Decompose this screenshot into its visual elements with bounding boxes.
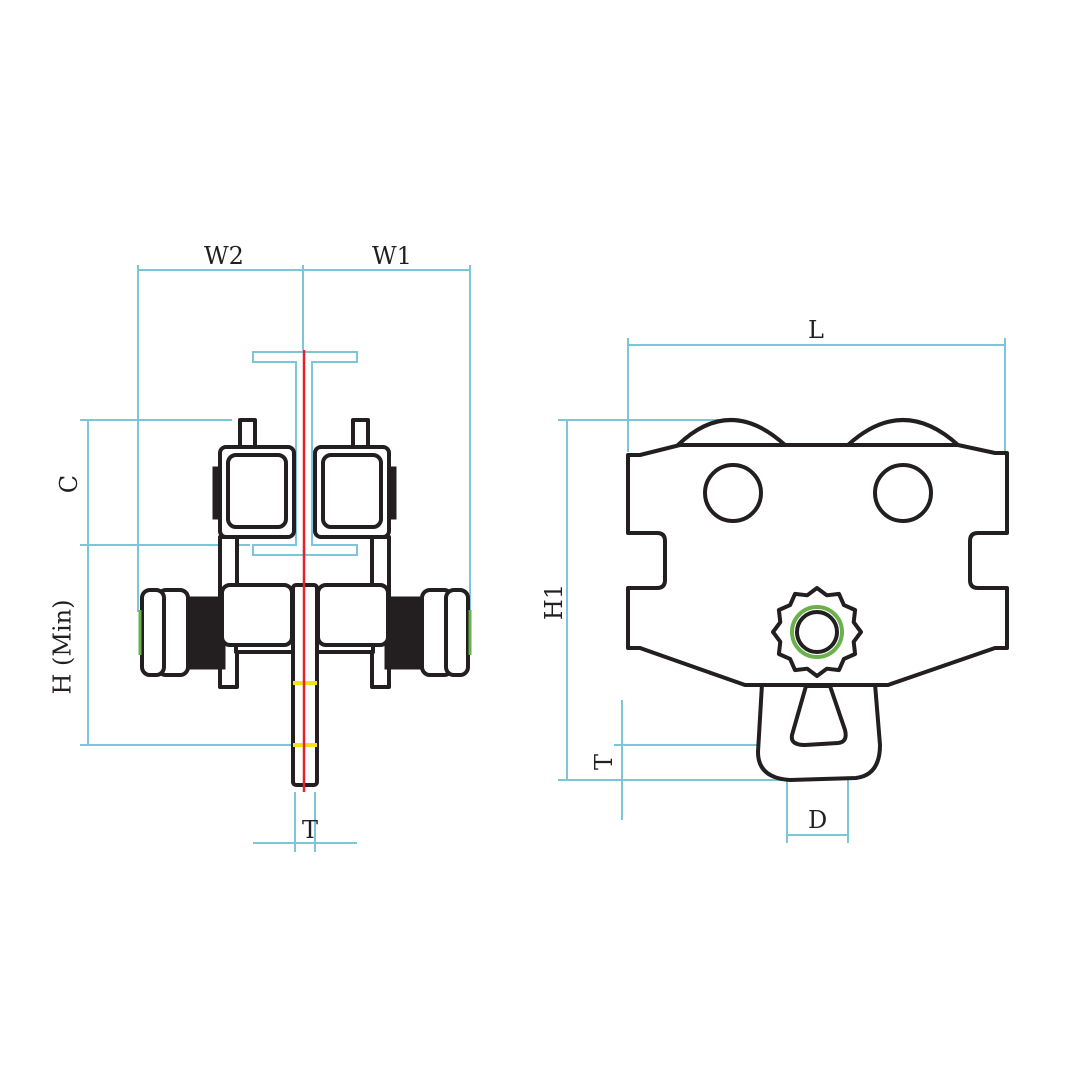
label-d: D bbox=[808, 806, 828, 834]
label-t-side: T bbox=[302, 816, 319, 844]
axle-hole-right bbox=[873, 463, 933, 523]
axle-hole-left bbox=[703, 463, 763, 523]
label-w2: W2 bbox=[204, 242, 244, 270]
label-w1: W1 bbox=[372, 242, 412, 270]
label-t-front: T bbox=[590, 753, 619, 771]
bolt-end bbox=[795, 610, 839, 654]
i-beam-outline bbox=[252, 351, 358, 556]
hook-hole bbox=[789, 684, 848, 747]
side-view-trolley bbox=[138, 350, 472, 792]
label-h-min: H (Min) bbox=[48, 599, 77, 695]
label-c: C bbox=[55, 474, 84, 494]
front-view-trolley bbox=[626, 418, 1009, 782]
label-l: L bbox=[808, 316, 824, 344]
label-h1: H1 bbox=[540, 583, 569, 621]
wheel-right bbox=[846, 418, 960, 447]
wheel-left bbox=[676, 418, 787, 447]
side-view-dimensions bbox=[80, 265, 471, 852]
